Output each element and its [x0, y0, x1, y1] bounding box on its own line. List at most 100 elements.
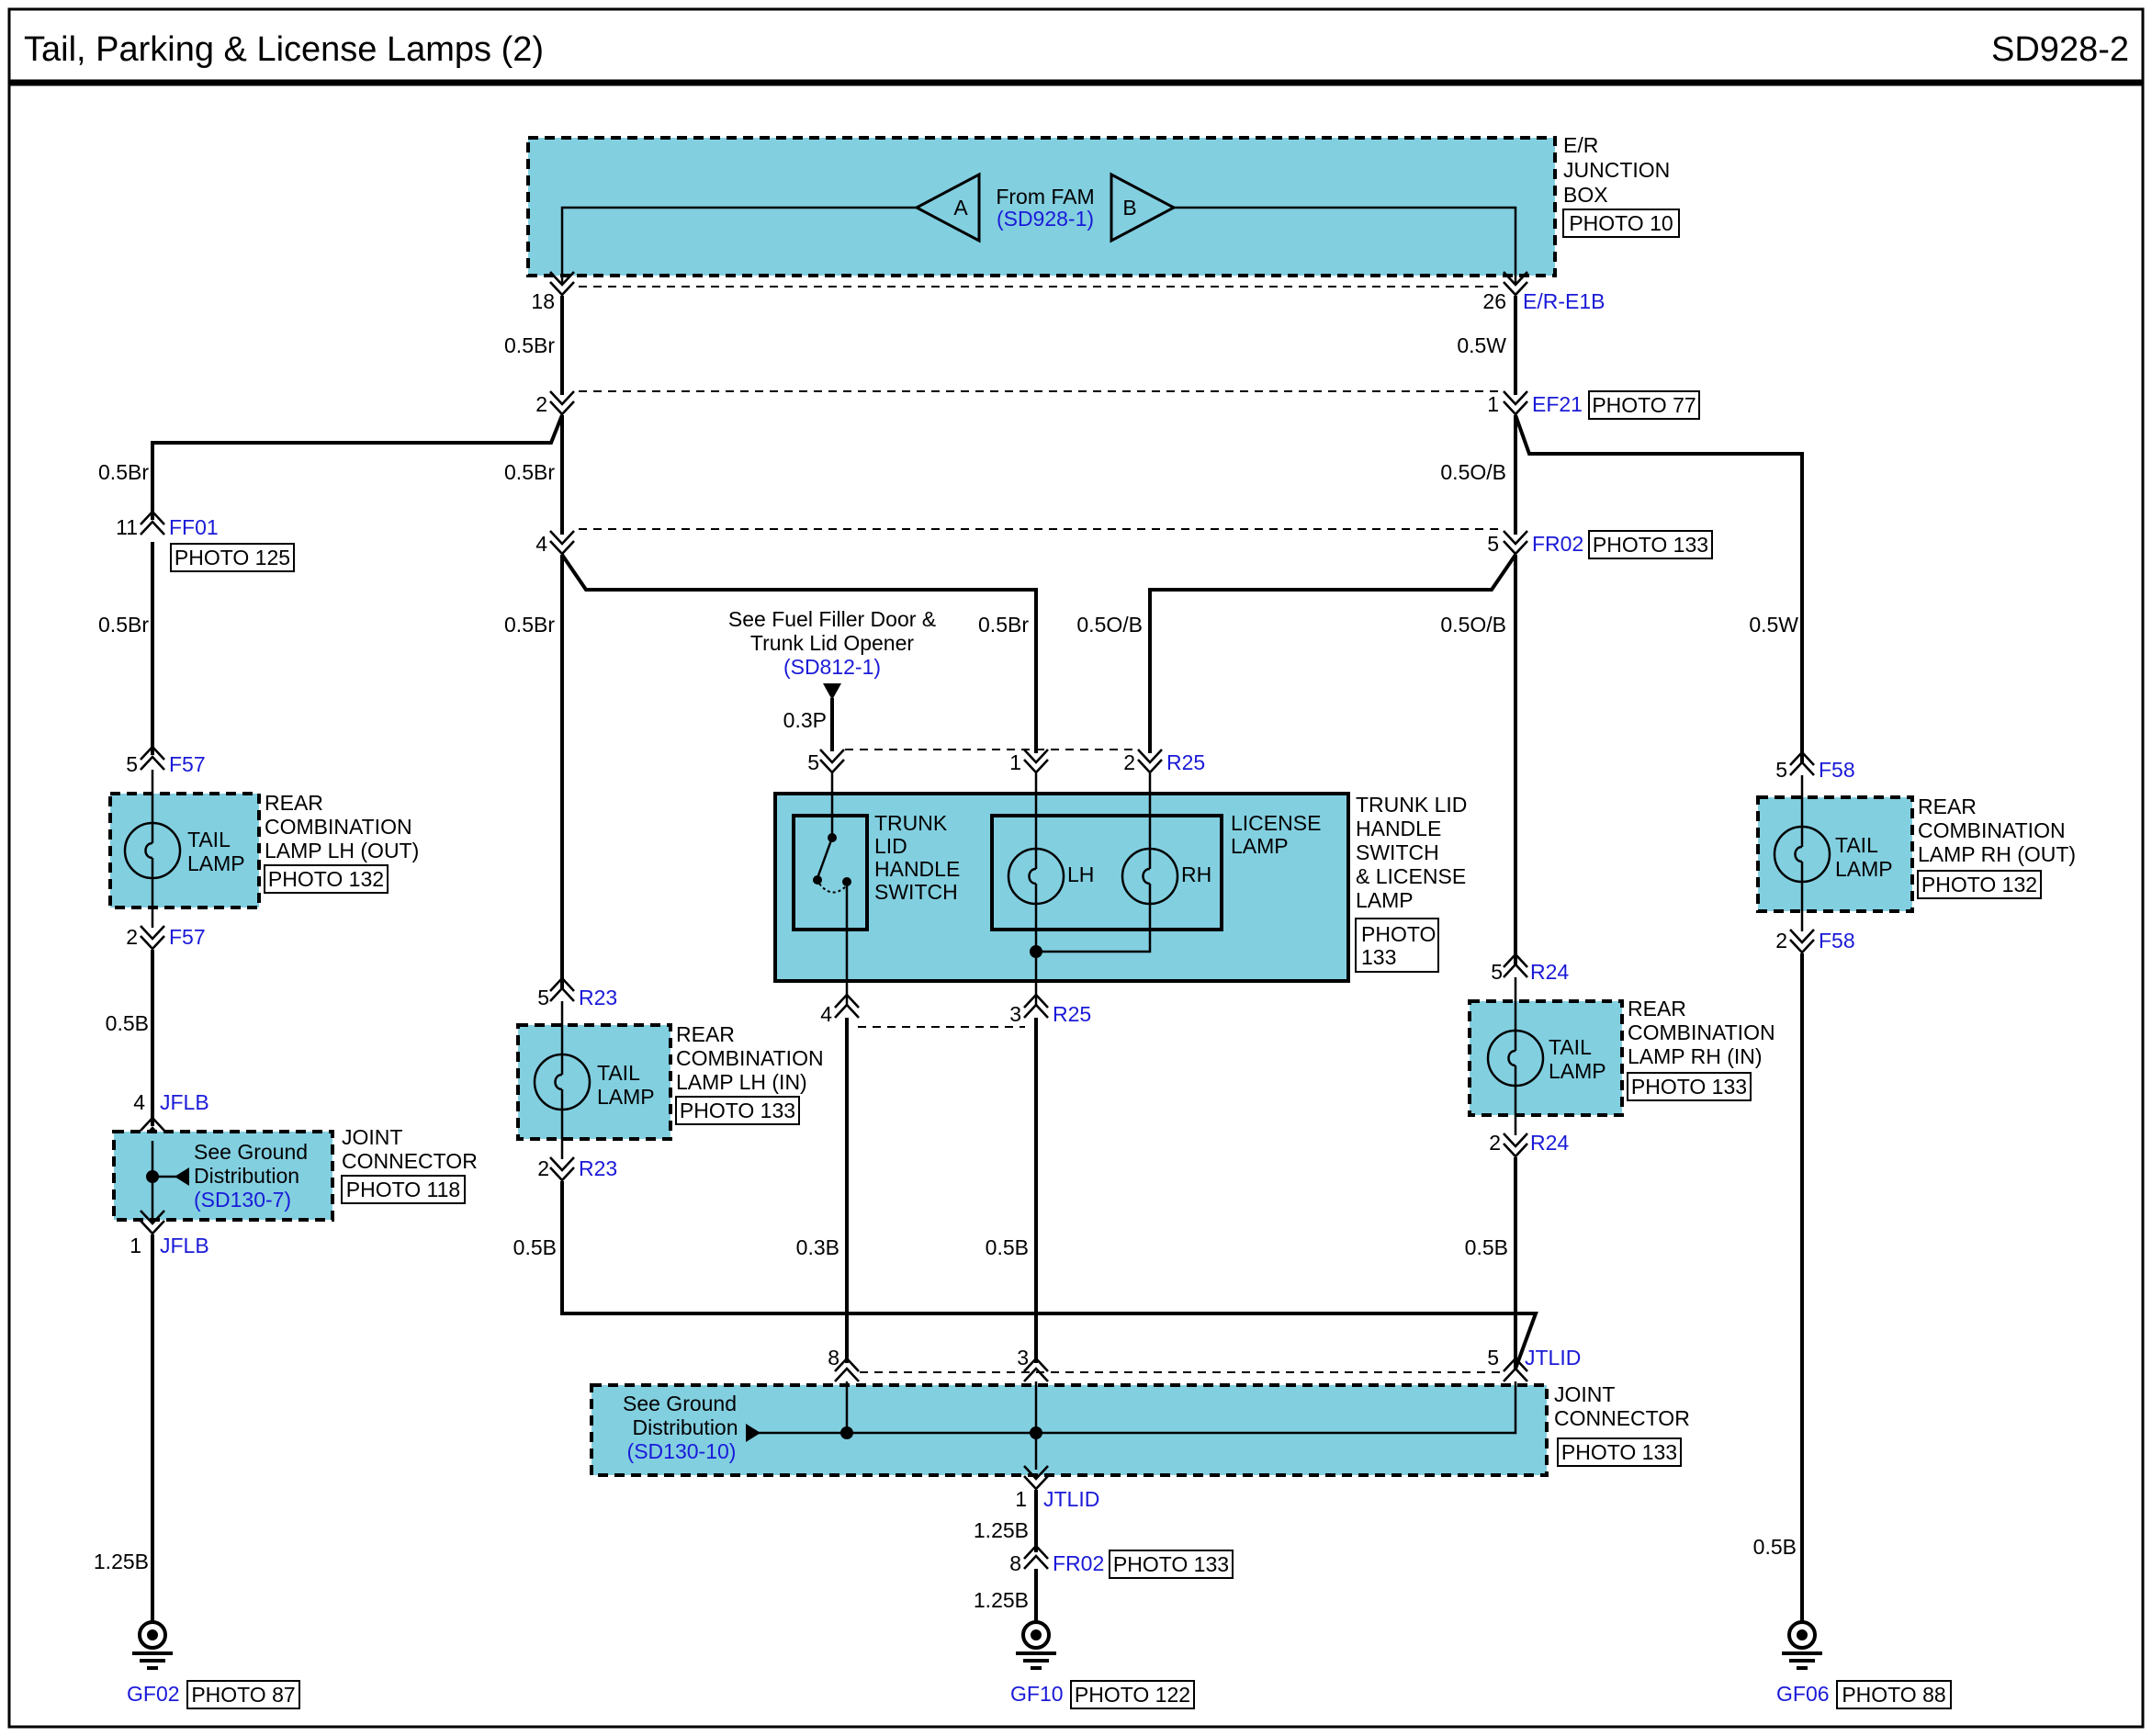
label-connectors-f58-top-pin: 5 [1775, 758, 1787, 782]
wire-label-jflb-gnd: 1.25B [94, 1550, 149, 1573]
photo-ref-box [1627, 1072, 1752, 1101]
photo-ref-box [1588, 530, 1713, 559]
wire-label-fr02-gnd: 1.25B [974, 1588, 1029, 1612]
input-b-label: B [1122, 196, 1136, 220]
connector-icon [1788, 928, 1816, 954]
arrow-marker [175, 1167, 189, 1186]
label-components-jflb-joint-label-lines-1: CONNECTOR [342, 1149, 478, 1173]
outer-frame [7, 7, 2145, 1729]
label-components-jflb-joint-see2: Distribution [194, 1164, 299, 1188]
label-connectors-r25-top-pin1: 1 [1009, 750, 1021, 774]
label-components-jtlid-joint-label-lines-1: CONNECTOR [1554, 1406, 1690, 1430]
label-connectors-fr02-gnd-name: FR02 [1053, 1551, 1104, 1575]
label-components-rcl-rh-in-photo: PHOTO 133 [1631, 1075, 1747, 1099]
label-components-rcl-lh-out-inner1: TAIL [187, 828, 231, 851]
connector-r25-bot: R25 [1053, 1002, 1091, 1026]
input-b-arrow [1110, 172, 1177, 243]
label-components-rcl-lh-out-photo: PHOTO 132 [268, 867, 384, 891]
label-components-jtlid-joint-photo: PHOTO 133 [1561, 1440, 1677, 1464]
label-connectors-r24-top-name: R24 [1530, 960, 1569, 984]
label-components-trunk-label-lines-4: LAMP [1356, 888, 1414, 912]
input-a-arrow [913, 172, 981, 243]
wire-label-lic-top: 0.5Br [978, 613, 1029, 637]
label-components-jtlid-joint-see2: Distribution [632, 1415, 738, 1439]
wire-label-switch-gnd: 0.3B [796, 1235, 839, 1259]
wire-label-switch-in: 0.3P [783, 708, 827, 732]
label-components-jtlid-joint-label-lines-0: JOINT [1554, 1382, 1615, 1406]
f57-bot-pin: 2 [126, 925, 138, 949]
wire-label-f58-top: 0.5W [1749, 613, 1798, 637]
ground-gf02: GF02 [127, 1682, 180, 1706]
ff01-photo: PHOTO 125 [175, 546, 290, 569]
label-components-rcl-rh-in-label-lines-0: REAR [1628, 997, 1686, 1020]
jb-photo: PHOTO 10 [1569, 211, 1673, 235]
connector-r25-top: R25 [1166, 750, 1205, 774]
label-components-trunk-license-lines-0: LICENSE [1231, 811, 1321, 835]
photo-ref-box [1355, 918, 1439, 973]
label-components-rcl-lh-in-label-lines-2: LAMP LH (IN) [676, 1070, 807, 1094]
label-connectors-r25-top-pin5: 5 [807, 750, 819, 774]
label-connectors-fr02-gnd-photo: PHOTO 133 [1113, 1552, 1229, 1576]
connector-icon [1502, 1132, 1529, 1158]
label-components-rcl-rh-out-label-lines-1: COMBINATION [1918, 818, 2066, 842]
label-components-trunk-switch-lines-3: SWITCH [874, 880, 958, 904]
label-components-jflb-joint-photo: PHOTO 118 [346, 1178, 460, 1201]
label-components-rcl-lh-in-label-lines-0: REAR [676, 1022, 735, 1046]
from-fam-label: From FAM [996, 185, 1094, 209]
wire-label-26: 0.5W [1457, 333, 1506, 357]
license-lamp-box [990, 814, 1223, 931]
label-connectors-r25-bot-pin4: 4 [820, 1002, 832, 1026]
label-connectors-jflb-top-pin: 4 [133, 1090, 145, 1114]
label-components-rcl-lh-out-label-lines-2: LAMP LH (OUT) [265, 839, 419, 862]
label-components-trunk-license-lines-1: LAMP [1231, 834, 1289, 858]
wire-label-f57-bot: 0.5B [106, 1011, 149, 1035]
label-components-trunk-switch-lines-0: TRUNK [874, 811, 948, 835]
trunk-lid-switch [792, 814, 869, 931]
connector-ff01: FF01 [169, 515, 219, 539]
fuel-note-2: Trunk Lid Opener [750, 631, 914, 655]
label-components-trunk-switch-lines-1: LID [874, 834, 907, 858]
ground-gf06: GF06 [1776, 1682, 1830, 1706]
label-connectors-f58-top-name: F58 [1819, 758, 1855, 782]
connector-ef21: EF21 [1532, 392, 1583, 416]
connector-f57-bot: F57 [169, 925, 206, 949]
label-connectors-jflb-bot-name: JFLB [160, 1234, 209, 1257]
page-code: SD928-2 [1991, 30, 2129, 69]
connector-icon [818, 748, 846, 774]
wire-segment [1036, 904, 1152, 953]
label-connectors-jtlid-bot-pin: 1 [1015, 1487, 1027, 1511]
wire-segment [151, 414, 564, 520]
wire-label-center-top: 0.5Br [504, 460, 555, 484]
ff01-pin: 11 [116, 515, 138, 539]
label-components-rcl-lh-out-inner2: LAMP [187, 851, 245, 875]
from-fam-ref: (SD928-1) [997, 207, 1094, 231]
label-connectors-jtlid-top-pin3: 3 [1017, 1346, 1029, 1370]
arrow-marker [823, 683, 841, 700]
wire-segment [560, 553, 1038, 753]
label-connectors-f58-bot-name: F58 [1819, 929, 1855, 953]
fr02-pin-5: 5 [1487, 532, 1499, 556]
label-grounds-gf06-photo: PHOTO 88 [1842, 1683, 1945, 1707]
label-connectors-fr02-gnd-pin: 8 [1009, 1551, 1021, 1575]
label-components-rcl-lh-out-label-lines-0: REAR [265, 791, 323, 815]
jb-photo-box [1562, 209, 1680, 238]
ground-gf10: GF10 [1010, 1682, 1064, 1706]
label-components-rcl-lh-out-label-lines-1: COMBINATION [265, 815, 412, 839]
label-components-rcl-rh-out-label-lines-0: REAR [1918, 795, 1977, 818]
label-components-trunk-label-lines-0: TRUNK LID [1356, 793, 1467, 817]
label-components-rcl-lh-in-label-lines-1: COMBINATION [676, 1046, 824, 1070]
label-components-trunk-photo-lines-1: 133 [1361, 945, 1396, 969]
label-components-rcl-rh-in-label-lines-2: LAMP RH (IN) [1628, 1044, 1763, 1068]
label-components-jtlid-joint-ref: (SD130-10) [627, 1439, 737, 1463]
wire-label-lic-ob: 0.5O/B [1076, 613, 1143, 637]
label-connectors-r23-bot-name: R23 [579, 1156, 617, 1180]
label-connectors-f58-bot-pin: 2 [1775, 929, 1787, 953]
wire-segment [816, 837, 834, 879]
splice-dot [1030, 1426, 1042, 1439]
label-connectors-jtlid-top-pin5: 5 [1487, 1346, 1499, 1370]
jb-label-3: BOX [1563, 183, 1608, 207]
ef21-photo: PHOTO 77 [1592, 393, 1696, 417]
label-grounds-gf02-photo: PHOTO 87 [191, 1683, 295, 1707]
label-components-rcl-rh-in-inner2: LAMP [1549, 1059, 1606, 1083]
